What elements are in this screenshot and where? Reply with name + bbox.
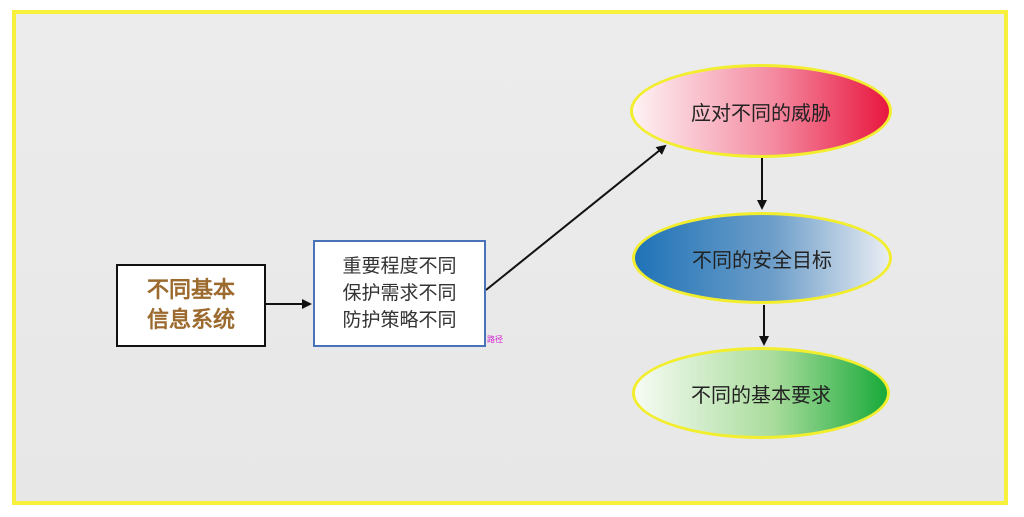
basic-requirements-label: 不同的基本要求 xyxy=(691,382,831,407)
differences-line-3: 防护策略不同 xyxy=(342,309,457,331)
security-goals-label: 不同的安全目标 xyxy=(692,247,832,272)
path-label: 路径 xyxy=(487,335,503,344)
basic-info-system-box: 不同基本 信息系统 xyxy=(116,264,266,347)
basic-info-system-line-1: 不同基本 xyxy=(146,277,235,303)
security-goals-ellipse: 不同的安全目标 xyxy=(632,212,892,304)
threats-ellipse: 应对不同的威胁 xyxy=(630,64,892,158)
basic-info-system-line-2: 信息系统 xyxy=(146,307,235,333)
basic-requirements-ellipse: 不同的基本要求 xyxy=(632,347,890,439)
differences-line-1: 重要程度不同 xyxy=(342,255,457,277)
differences-line-2: 保护需求不同 xyxy=(342,282,457,304)
differences-box: 重要程度不同 保护需求不同 防护策略不同 xyxy=(313,240,486,347)
arrow-middle-to-threats xyxy=(485,144,667,291)
threats-label: 应对不同的威胁 xyxy=(691,100,831,125)
